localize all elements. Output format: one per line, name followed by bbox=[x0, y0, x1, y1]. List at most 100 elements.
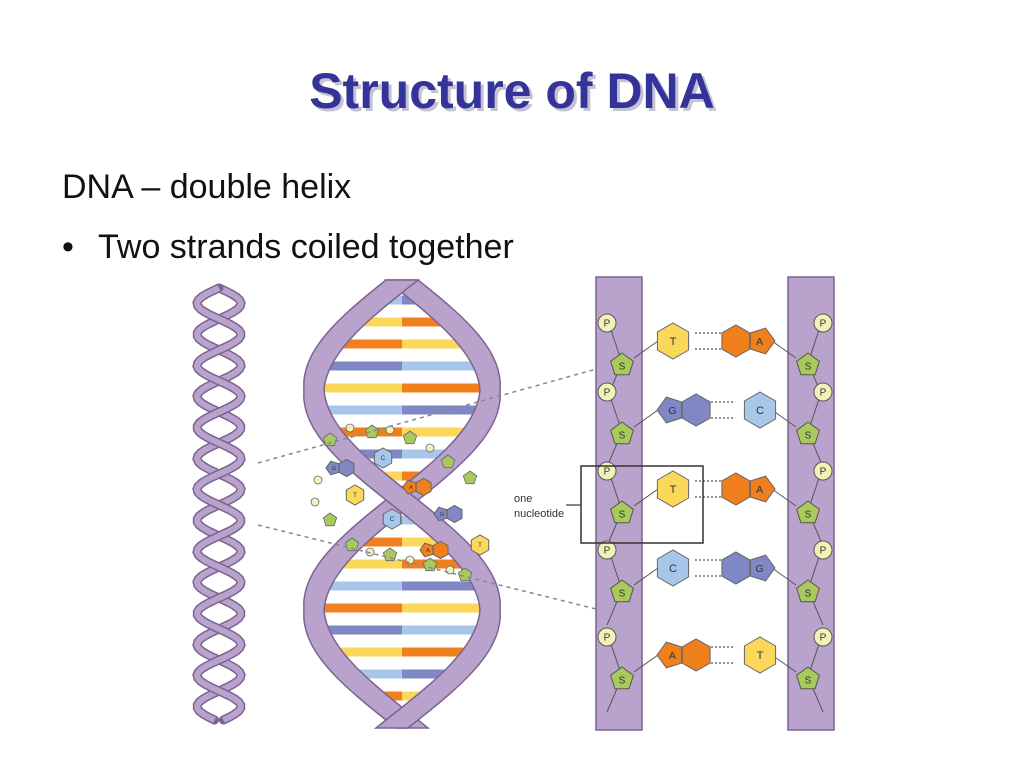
purine-pentagon bbox=[433, 506, 448, 522]
slide-heading: DNA – double helix bbox=[62, 168, 352, 206]
helix-backbone-b bbox=[303, 279, 501, 729]
purine-pentagon bbox=[325, 460, 340, 476]
sugar-pentagon bbox=[610, 666, 634, 690]
projection-lines bbox=[257, 367, 601, 611]
phosphate-circle bbox=[813, 627, 833, 647]
base-label: C bbox=[381, 455, 386, 462]
purine-hexagon bbox=[721, 472, 751, 506]
base-hexagon bbox=[656, 549, 690, 587]
sugar-pentagon bbox=[610, 579, 634, 603]
helix-sugar bbox=[322, 512, 338, 527]
base-hexagon bbox=[345, 484, 365, 506]
sugar-label: S bbox=[805, 589, 812, 600]
sugar-pentagon bbox=[796, 666, 820, 690]
helix-sugar bbox=[344, 537, 360, 552]
purine-pentagon bbox=[419, 542, 434, 558]
phosphate-circle bbox=[813, 382, 833, 402]
base-hexagon bbox=[743, 636, 777, 674]
bullet-icon: • bbox=[62, 228, 74, 266]
sugar-label: S bbox=[619, 676, 626, 687]
sugar-label: S bbox=[619, 510, 626, 521]
sugar-label: S bbox=[805, 676, 812, 687]
phosphate-circle bbox=[813, 540, 833, 560]
purine-hexagon bbox=[721, 324, 751, 358]
base-label: G bbox=[756, 563, 764, 575]
purine-pentagon bbox=[749, 554, 776, 582]
phosphate-label: P bbox=[820, 467, 827, 478]
sugar-label: S bbox=[619, 589, 626, 600]
phosphate-label: P bbox=[604, 388, 611, 399]
glycosidic-bond bbox=[771, 340, 797, 359]
phosphate-circle bbox=[597, 540, 617, 560]
base-label: G bbox=[440, 512, 444, 518]
slide-title: Structure of DNA bbox=[309, 63, 715, 119]
purine-pentagon bbox=[749, 475, 776, 503]
purine-pentagon bbox=[656, 641, 683, 669]
purine-hexagon bbox=[446, 504, 463, 524]
helix-phosphate bbox=[313, 475, 323, 485]
phosphate-label: P bbox=[820, 633, 827, 644]
base-hexagon bbox=[743, 391, 777, 429]
sugar-pentagon bbox=[610, 500, 634, 524]
base-hexagon bbox=[382, 508, 402, 530]
helix-phosphate bbox=[365, 547, 375, 557]
sugar-label: S bbox=[805, 431, 812, 442]
base-label: T bbox=[670, 484, 677, 496]
bullet-item: •Two strands coiled together bbox=[62, 228, 514, 267]
base-label: G bbox=[332, 466, 336, 472]
base-hexagon bbox=[470, 534, 490, 556]
phosphate-circle bbox=[597, 313, 617, 333]
phosphate-label: P bbox=[604, 546, 611, 557]
sugar-pentagon bbox=[610, 352, 634, 376]
base-hexagon bbox=[373, 447, 393, 469]
callout-label-line-2: nucleotide bbox=[514, 508, 564, 520]
base-label: T bbox=[353, 492, 357, 499]
phosphate-label: P bbox=[604, 319, 611, 330]
small-helix-strand-b bbox=[193, 285, 245, 723]
glycosidic-bond bbox=[633, 340, 659, 359]
phosphate-circle bbox=[813, 313, 833, 333]
phosphate-label: P bbox=[820, 319, 827, 330]
helix-sugar bbox=[422, 557, 438, 572]
purine-hexagon bbox=[415, 477, 432, 497]
phosphate-label: P bbox=[820, 388, 827, 399]
helix-sugar bbox=[402, 430, 418, 445]
glycosidic-bond bbox=[633, 654, 659, 673]
phosphate-label: P bbox=[604, 633, 611, 644]
purine-pentagon bbox=[656, 396, 683, 424]
phosphate-circle bbox=[813, 461, 833, 481]
sugar-pentagon bbox=[610, 421, 634, 445]
base-label: A bbox=[669, 650, 676, 662]
callout-label-line-1: one bbox=[514, 493, 532, 505]
base-label: C bbox=[390, 516, 395, 523]
purine-hexagon bbox=[721, 551, 751, 585]
base-hexagon bbox=[656, 322, 690, 360]
sugar-pentagon bbox=[796, 421, 820, 445]
phosphate-label: P bbox=[604, 467, 611, 478]
helix-sugar bbox=[440, 454, 456, 469]
base-label: A bbox=[426, 548, 430, 554]
purine-hexagon bbox=[338, 458, 355, 478]
small-helix-icon bbox=[192, 283, 246, 725]
sugar-pentagon bbox=[796, 500, 820, 524]
purine-pentagon bbox=[749, 327, 776, 355]
glycosidic-bond bbox=[633, 567, 659, 586]
helix-phosphate bbox=[345, 423, 355, 433]
base-label: T bbox=[670, 336, 677, 348]
sugar-label: S bbox=[619, 362, 626, 373]
purine-pentagon bbox=[402, 479, 417, 495]
sugar-label: S bbox=[619, 431, 626, 442]
base-label: C bbox=[756, 405, 764, 417]
nucleotide-callout: one nucleotide bbox=[514, 465, 704, 544]
base-label: G bbox=[668, 405, 676, 417]
helix-sugar bbox=[322, 432, 338, 447]
purine-hexagon bbox=[432, 540, 449, 560]
sugar-pentagon bbox=[796, 352, 820, 376]
sugar-label: S bbox=[805, 510, 812, 521]
base-label: T bbox=[478, 542, 482, 549]
helix-phosphate bbox=[425, 443, 435, 453]
helix-sugar bbox=[382, 547, 398, 562]
